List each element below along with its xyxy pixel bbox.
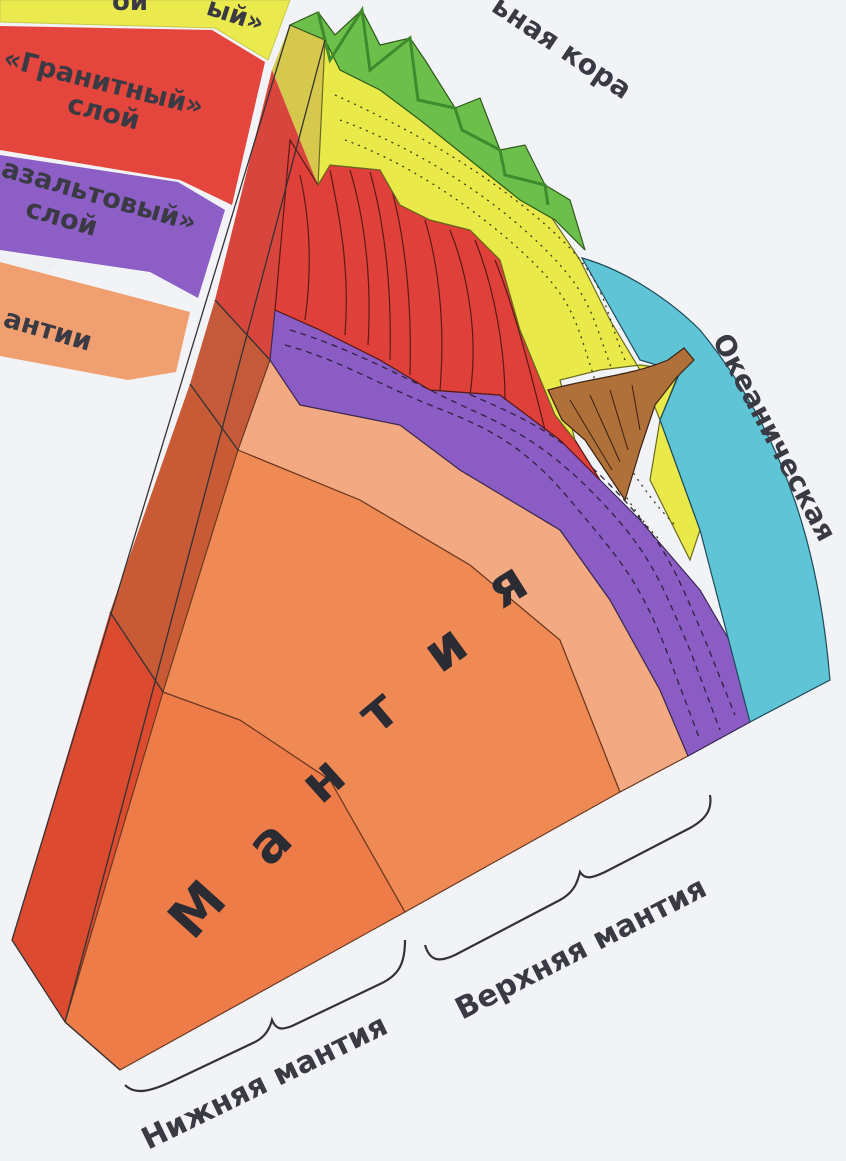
continental-crust-label: ьная кора: [486, 0, 638, 106]
upper-mantle-label: Верхняя мантия: [450, 870, 713, 1027]
legend-top-fragment-left: ой: [112, 0, 148, 17]
